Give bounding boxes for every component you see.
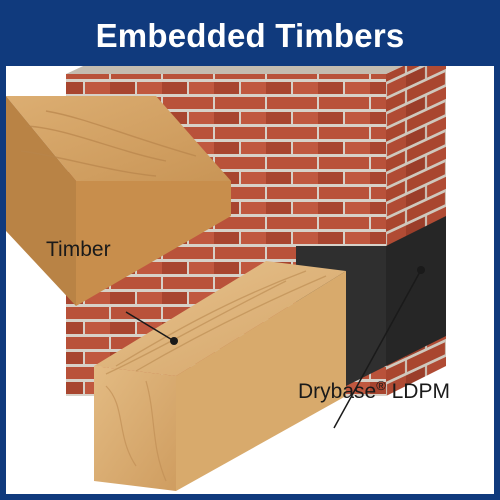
timber-side-face (176, 271, 346, 491)
timber-leader-dot (170, 337, 178, 345)
timber-top-face (94, 261, 346, 376)
drybase-leader-dot (417, 266, 425, 274)
floor-board-left (6, 96, 76, 306)
timber-label-text: Timber (46, 238, 111, 261)
embedded-timber-illustration (6, 66, 446, 491)
drybase-label-product: LDPM (385, 380, 450, 403)
floor-board-grain (20, 110, 197, 177)
title-bar: Embedded Timbers (6, 6, 494, 66)
timber-grain (105, 270, 327, 375)
registered-mark: ® (376, 378, 386, 393)
drybase-label: Drybase® LDPM (298, 378, 450, 404)
timber-beam-illustration (94, 261, 346, 491)
page-title: Embedded Timbers (95, 17, 405, 54)
floor-board-top (6, 96, 231, 181)
timber-leader-line (125, 311, 175, 342)
timber-end-grain (105, 380, 167, 482)
drybase-label-name: Drybase (298, 380, 377, 403)
timber-label: Timber (46, 238, 111, 262)
brick-wall-top (66, 66, 404, 74)
floor-board-illustration (6, 96, 231, 306)
timber-end-face (94, 366, 176, 491)
drybase-leader-line (333, 269, 422, 429)
floor-board-front (76, 181, 231, 306)
membrane-side (386, 216, 446, 366)
